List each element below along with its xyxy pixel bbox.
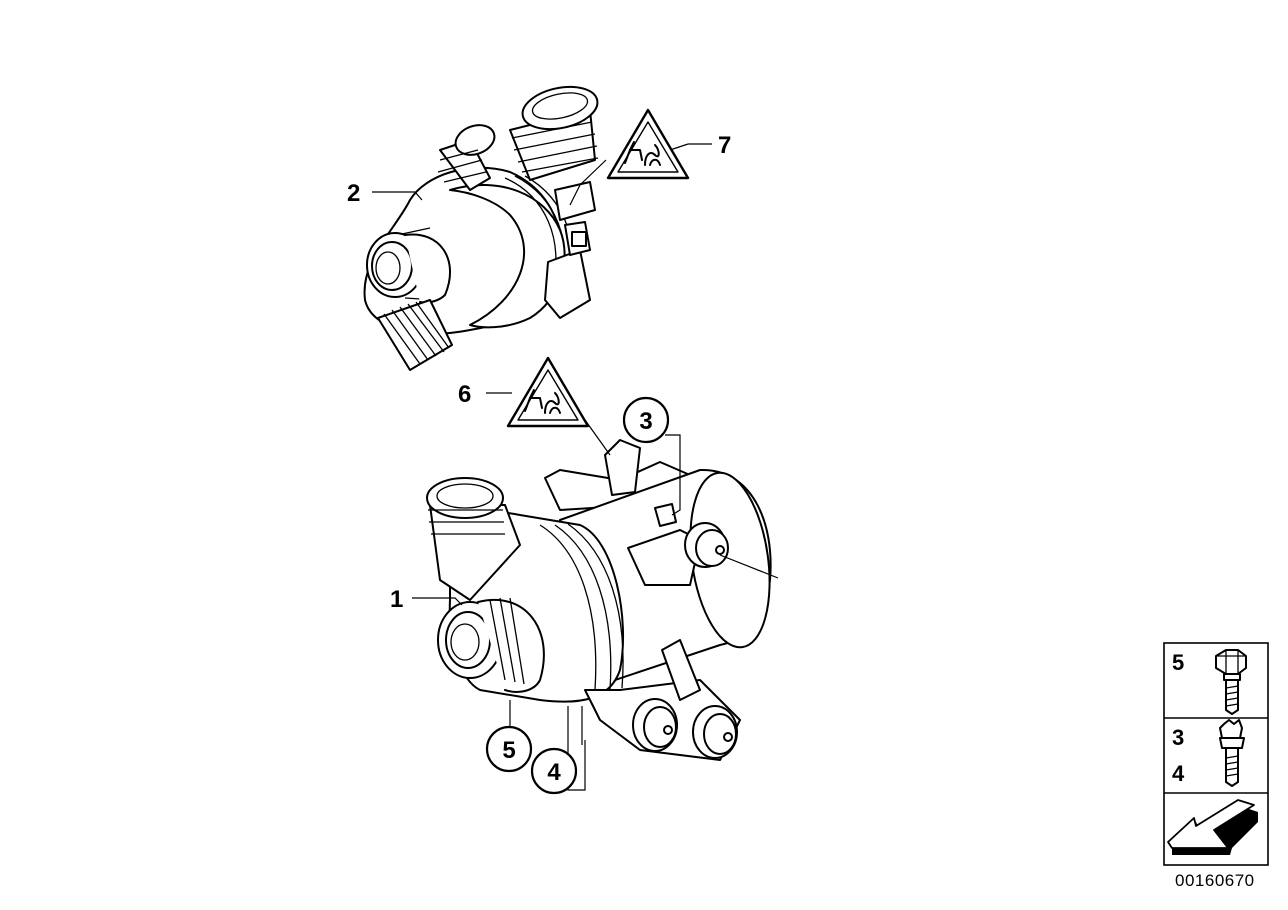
upper-pump-assembly: [363, 85, 599, 371]
document-number: 00160670: [1175, 871, 1255, 890]
circled-callout-5: 5: [485, 725, 533, 773]
callout-2: 2: [347, 180, 360, 207]
lower-pump-assembly: [426, 439, 772, 761]
legend-label-3: 3: [1172, 725, 1184, 750]
fastener-legend: 5 3 4: [1163, 642, 1269, 866]
hot-coolant-icon: [524, 389, 561, 414]
callout-7: 7: [718, 132, 731, 159]
leader-lines: [372, 143, 779, 791]
callout-6: 6: [458, 381, 471, 408]
callout-1: 1: [390, 586, 403, 613]
direction-arrow-icon: [1167, 799, 1258, 855]
torx-bolt-icon: [1219, 719, 1245, 787]
legend-label-4: 4: [1172, 761, 1185, 786]
hot-coolant-icon: [624, 141, 661, 166]
circled-callout-4: 4: [530, 747, 578, 795]
callout-5: 5: [502, 737, 515, 764]
circled-callout-3: 3: [622, 396, 670, 444]
warning-triangle-6: [506, 356, 590, 428]
callout-4: 4: [547, 759, 561, 786]
warning-triangle-7: [606, 108, 690, 180]
legend-label-5: 5: [1172, 650, 1184, 675]
hex-bolt-icon: [1215, 649, 1247, 715]
callout-3: 3: [639, 408, 652, 435]
